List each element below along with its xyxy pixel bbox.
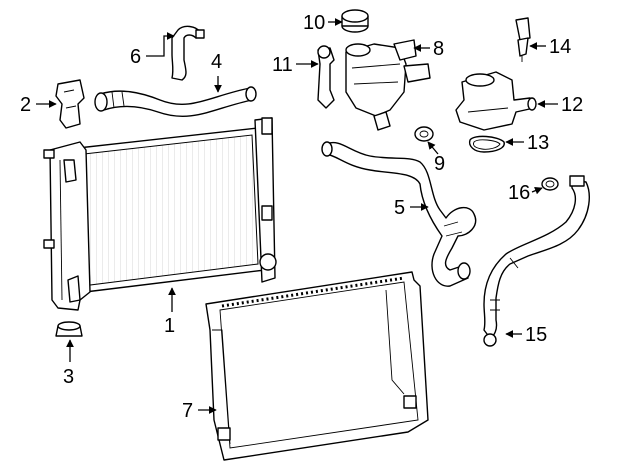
callout-12: 12 (561, 94, 583, 116)
upper-radiator-hose (94, 86, 257, 118)
small-coolant-hose (171, 25, 205, 81)
callout-1: 1 (164, 315, 175, 337)
callout-13: 13 (527, 132, 549, 154)
callout-2: 2 (20, 94, 31, 116)
callout-15: 15 (525, 324, 547, 346)
thermostat-housing (455, 71, 537, 131)
coolant-reservoir (345, 39, 431, 131)
callout-8: 8 (433, 38, 444, 60)
callout-9: 9 (434, 153, 445, 175)
overflow-hose (317, 45, 335, 109)
callout-16: 16 (508, 182, 530, 204)
fan-shroud (205, 271, 429, 461)
o-ring (541, 177, 559, 191)
callout-5: 5 (394, 197, 405, 219)
callout-6: 6 (130, 46, 141, 68)
callout-14: 14 (549, 36, 571, 58)
bypass-hose (483, 175, 590, 347)
reservoir-cap (341, 9, 369, 33)
radiator (43, 117, 277, 311)
callout-4: 4 (211, 51, 222, 73)
leader-lines (36, 18, 558, 414)
callout-3: 3 (63, 366, 74, 388)
seal (414, 126, 434, 142)
callout-11: 11 (272, 54, 293, 76)
temperature-sensor (515, 17, 531, 62)
lower-radiator-hose (321, 141, 477, 287)
callout-10: 10 (303, 12, 325, 34)
callout-labels: 1 2 3 4 5 6 7 8 9 10 11 12 13 14 15 16 (20, 12, 583, 422)
callout-7: 7 (182, 400, 193, 422)
radiator-bracket (55, 79, 85, 129)
gasket (468, 135, 505, 153)
grommet (55, 321, 83, 337)
